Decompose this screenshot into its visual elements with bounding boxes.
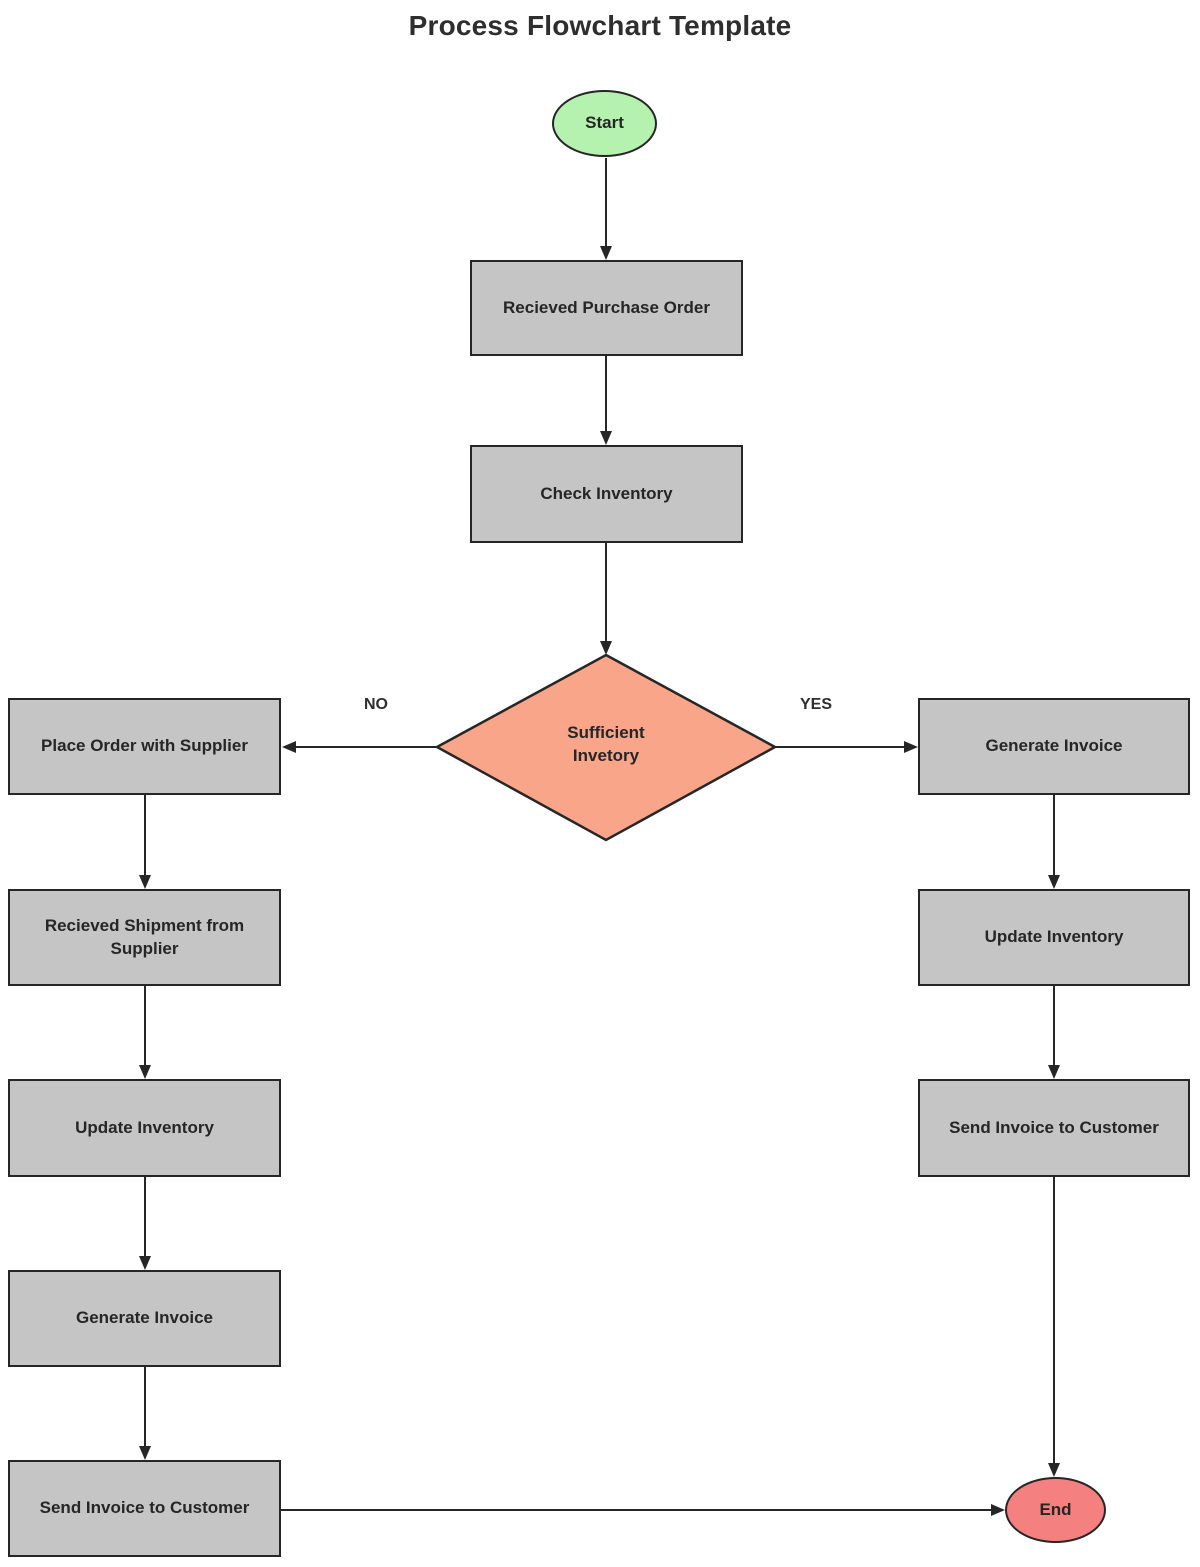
edge-label-yes: YES: [799, 696, 832, 713]
node-send-invoice-to-customer-right[interactable]: Send Invoice to Customer: [918, 1079, 1190, 1177]
node-start[interactable]: Start: [552, 90, 657, 157]
node-place-order-with-supplier[interactable]: Place Order with Supplier: [8, 698, 281, 795]
edge-label-no: NO: [364, 696, 388, 713]
node-received-purchase-order-label: Recieved Purchase Order: [503, 297, 710, 317]
node-send-invoice-to-customer-right-label: Send Invoice to Customer: [949, 1117, 1159, 1137]
node-decision-label: Sufficient Invetory: [567, 723, 645, 765]
node-generate-invoice-left[interactable]: Generate Invoice: [8, 1270, 281, 1367]
node-generate-invoice-right[interactable]: Generate Invoice: [918, 698, 1190, 795]
node-generate-invoice-left-label: Generate Invoice: [75, 1308, 213, 1328]
node-place-order-with-supplier-label: Place Order with Supplier: [41, 736, 248, 756]
node-update-inventory-right-label: Update Inventory: [984, 927, 1124, 947]
node-update-inventory-left[interactable]: Update Inventory: [8, 1079, 281, 1177]
node-received-shipment-from-supplier[interactable]: Recieved Shipment from Supplier: [8, 889, 281, 986]
node-update-inventory-left-label: Update Inventory: [75, 1117, 214, 1137]
node-received-purchase-order[interactable]: Recieved Purchase Order: [470, 260, 743, 356]
node-end-label: End: [1039, 1499, 1072, 1519]
node-send-invoice-to-customer-left-label: Send Invoice to Customer: [39, 1498, 250, 1518]
node-start-label: Start: [585, 113, 624, 133]
decision-diamond[interactable]: [434, 653, 778, 842]
node-update-inventory-right[interactable]: Update Inventory: [918, 889, 1190, 986]
page-title: Process Flowchart Template: [408, 10, 792, 41]
node-received-shipment-from-supplier-label: Recieved Shipment from Supplier: [44, 915, 245, 958]
node-generate-invoice-right-label: Generate Invoice: [985, 736, 1123, 756]
node-send-invoice-to-customer-left[interactable]: Send Invoice to Customer: [8, 1460, 281, 1557]
node-end[interactable]: End: [1005, 1477, 1106, 1543]
node-check-inventory[interactable]: Check Inventory: [470, 445, 743, 543]
node-check-inventory-label: Check Inventory: [540, 483, 673, 503]
